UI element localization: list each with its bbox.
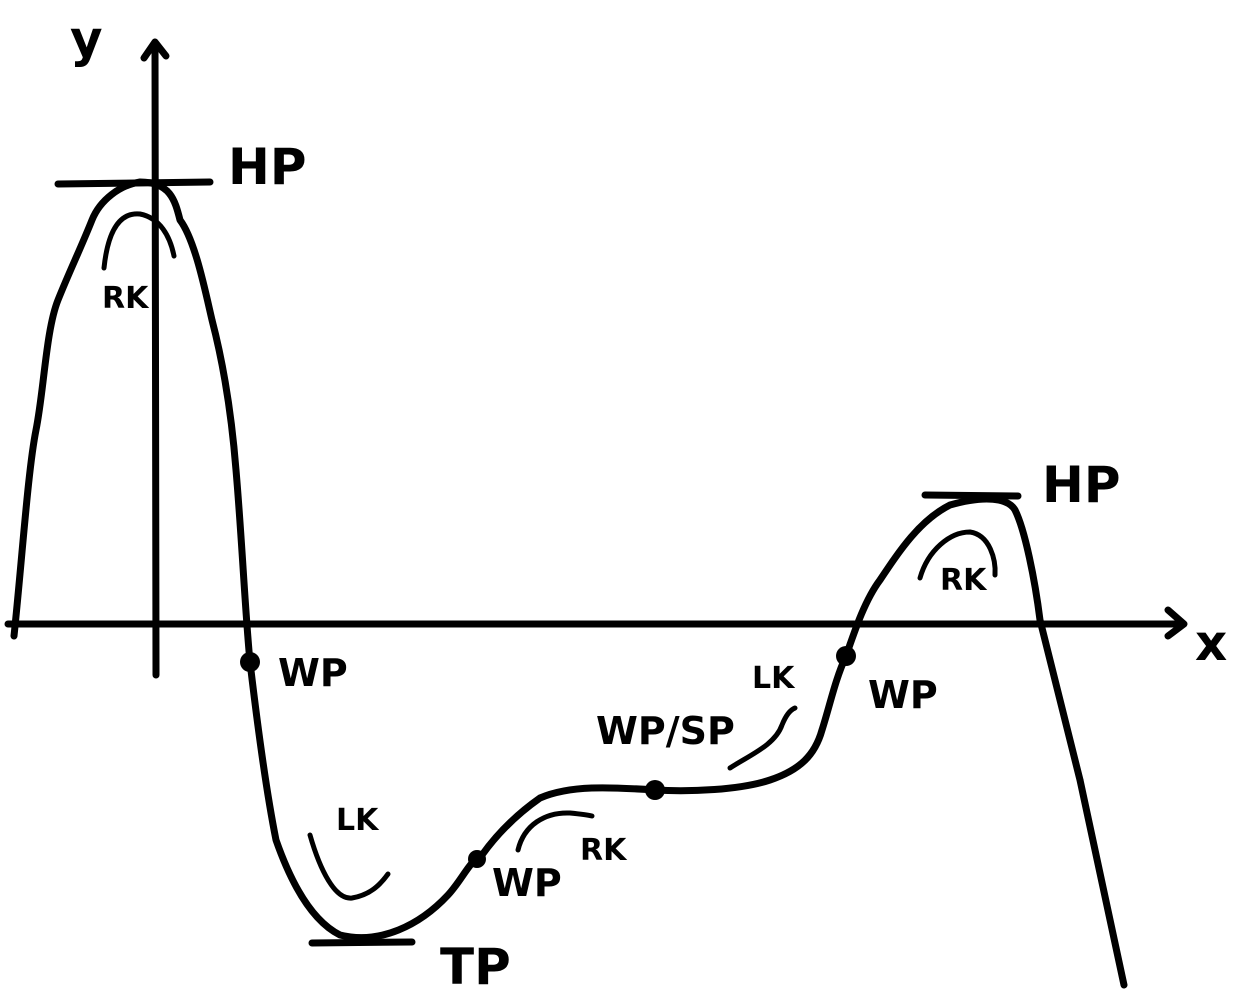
wp-label-2: WP <box>492 861 562 905</box>
wp-sp-label: WP/SP <box>596 709 735 753</box>
y-axis-label: y <box>70 10 103 68</box>
wp-label-1: WP <box>278 651 348 695</box>
function-curve <box>10 178 1128 989</box>
lk-label-right: LK <box>752 661 795 696</box>
tp-label: TP <box>440 938 511 996</box>
rk-label-left: RK <box>102 281 149 316</box>
rk-label-middle: RK <box>580 833 627 868</box>
y-axis <box>151 40 160 679</box>
wp-sp-point <box>645 780 665 800</box>
rk-label-right: RK <box>940 563 987 598</box>
hp-right-tangent <box>921 491 1022 500</box>
rk-arc-middle <box>515 810 595 853</box>
rk-arc-right <box>917 529 998 581</box>
lk-arc-right <box>727 705 798 771</box>
lk-arc-bottom <box>307 832 391 901</box>
tp-tangent <box>308 938 416 947</box>
rk-arc-left <box>101 211 177 271</box>
hp-left-tangent <box>54 178 214 188</box>
wp-point-2 <box>468 850 486 868</box>
y-axis-arrowhead <box>140 38 170 62</box>
lk-label-bottom: LK <box>336 803 379 838</box>
hp-right-label: HP <box>1042 456 1121 514</box>
x-axis-arrowhead <box>1164 606 1188 640</box>
hp-left-label: HP <box>228 138 307 196</box>
wp-label-3: WP <box>868 673 938 717</box>
x-axis-label: x <box>1195 614 1228 672</box>
wp-point-1 <box>240 652 260 672</box>
wp-point-3 <box>836 646 856 666</box>
